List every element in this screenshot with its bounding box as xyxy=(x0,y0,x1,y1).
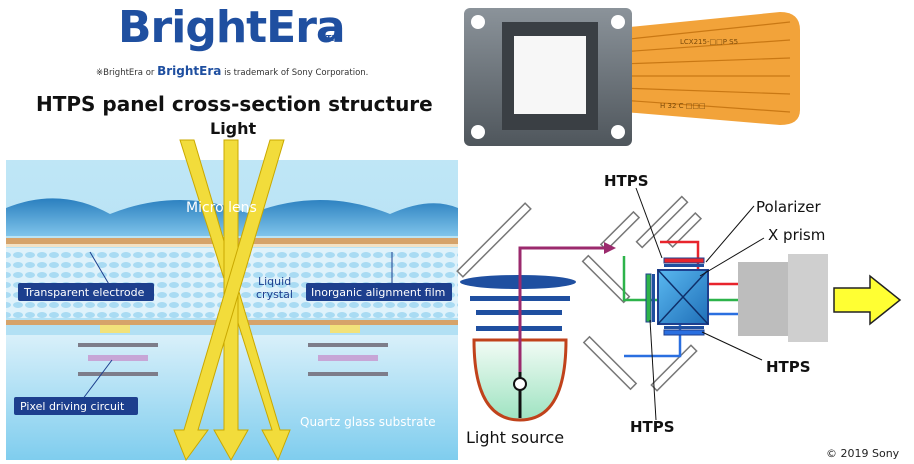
projector-diagram: HTPS Polarizer X prism HTPS HTPS Light s… xyxy=(456,172,902,447)
label-pixel-driving-circuit: Pixel driving circuit xyxy=(20,400,125,413)
white-light-arrow xyxy=(604,242,616,254)
light-rays xyxy=(173,139,291,462)
copyright-notice: © 2019 Sony xyxy=(826,447,900,460)
label-htps-bottom: HTPS xyxy=(630,418,675,436)
circuit-bar-right-3 xyxy=(308,372,388,376)
trademark-suffix: is trademark of Sony Corporation. xyxy=(221,68,369,78)
circuit-bar-left-1 xyxy=(78,343,158,347)
label-liquid-line2: crystal xyxy=(256,288,293,301)
brightera-logo: BrightEra xyxy=(118,2,346,53)
pad-left xyxy=(100,325,130,333)
mirror-5 xyxy=(635,195,689,249)
flex-traces xyxy=(619,21,791,113)
label-transparent-electrode: Transparent electrode xyxy=(23,286,145,299)
label-liquid-line1: Liquid xyxy=(258,275,291,288)
polarizer-red xyxy=(664,264,704,267)
x-prism-diagonal-2 xyxy=(657,269,709,325)
circuit-bar-right-2 xyxy=(318,355,378,361)
pad-right xyxy=(330,325,360,333)
chip-hole-tl xyxy=(471,15,485,29)
light-ray-right xyxy=(173,139,285,462)
leader-htps-top xyxy=(635,187,663,259)
htps-panel-blue xyxy=(663,329,705,336)
label-htps-right: HTPS xyxy=(766,358,811,376)
white-light-beam xyxy=(518,246,604,372)
projection-lens-front xyxy=(788,254,828,342)
lamp-bulb xyxy=(513,377,527,391)
leader-htps-right xyxy=(701,331,763,361)
leader-transparent-electrode xyxy=(89,251,111,287)
htps-panel-red xyxy=(663,257,705,264)
leader-x-prism xyxy=(699,237,765,277)
circuit-bar-left-2 xyxy=(88,355,148,361)
condenser-lens-top xyxy=(460,275,576,289)
mirror-4 xyxy=(582,335,638,391)
polarizer-blue xyxy=(664,326,704,329)
polarizer-green xyxy=(652,274,655,322)
output-arrow xyxy=(833,274,902,326)
diagram-title: HTPS panel cross-section structure xyxy=(36,92,433,116)
htps-chip-module: LCX215-□□P S5 H 32 C □□□ xyxy=(464,8,800,146)
htps-panel-green xyxy=(645,273,652,323)
trademark-brand: BrightEra xyxy=(157,64,222,78)
mirror-6 xyxy=(665,211,703,249)
trademark-prefix: ※BrightEra or xyxy=(96,68,158,78)
label-htps-top: HTPS xyxy=(604,172,649,190)
label-micro-lens: Micro lens xyxy=(186,200,257,216)
label-box-transparent-electrode xyxy=(18,283,154,301)
circuit-bar-right-1 xyxy=(308,343,388,347)
projection-lens-body xyxy=(738,262,788,336)
chip-window xyxy=(514,36,586,114)
chip-hole-br xyxy=(611,125,625,139)
label-inorganic-alignment-film: Inorganic alignment film xyxy=(311,286,445,299)
label-polarizer: Polarizer xyxy=(756,198,821,216)
chip-hole-tr xyxy=(611,15,625,29)
label-quartz-glass-substrate: Quartz glass substrate xyxy=(300,415,436,429)
leader-pixel-circuit xyxy=(81,359,113,401)
label-box-inorganic-film xyxy=(306,283,452,301)
mirror-7 xyxy=(650,344,698,392)
light-label: Light xyxy=(210,119,257,138)
flex-cable xyxy=(600,12,800,125)
label-light-source: Light source xyxy=(466,428,564,447)
leader-htps-bottom xyxy=(649,319,657,421)
trademark-notice: ※BrightEra or BrightEra is trademark of … xyxy=(96,64,368,78)
chip-hole-bl xyxy=(471,125,485,139)
mirror-1 xyxy=(456,202,532,278)
flex-code-2: H 32 C □□□ xyxy=(660,102,706,110)
mirror-3 xyxy=(581,254,631,304)
logo-tm-mark: TM xyxy=(326,34,340,43)
mirrors xyxy=(456,195,703,392)
flex-code-1: LCX215-□□P S5 xyxy=(680,38,738,46)
circuit-bar-left-3 xyxy=(78,372,158,376)
label-box-pixel-circuit xyxy=(14,397,138,415)
leader-polarizer xyxy=(705,205,755,263)
label-x-prism: X prism xyxy=(768,226,825,244)
